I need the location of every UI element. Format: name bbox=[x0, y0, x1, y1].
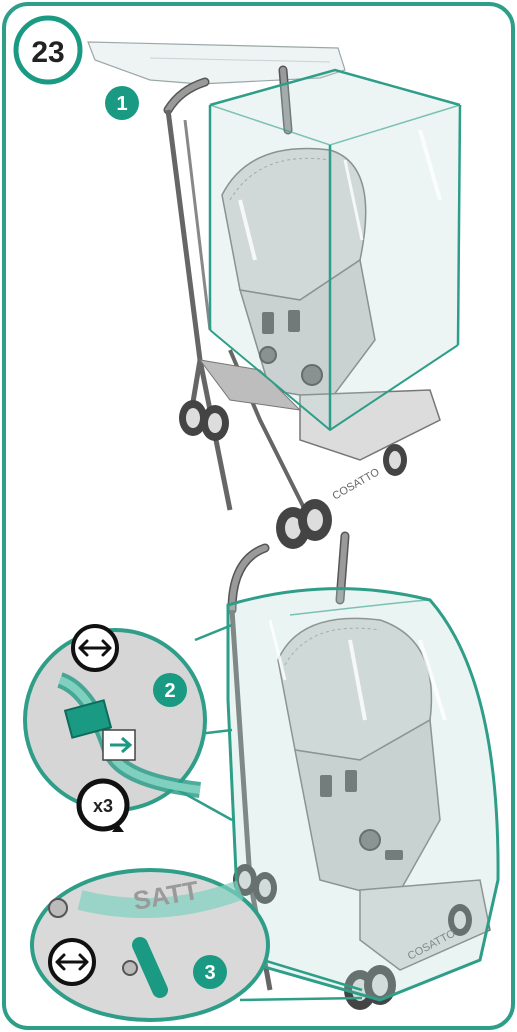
callout-3-label: 3 bbox=[204, 962, 215, 984]
callout-2: 2 bbox=[153, 673, 187, 707]
rotate-arrows-icon bbox=[73, 626, 117, 670]
repeat-x3-icon: x3 bbox=[79, 781, 127, 832]
step-number-badge: 23 bbox=[16, 18, 80, 82]
callout-1: 1 bbox=[105, 86, 139, 120]
callout-1-label: 1 bbox=[116, 93, 127, 115]
callout-2-label: 2 bbox=[164, 680, 175, 702]
callout-3: 3 bbox=[193, 955, 227, 989]
repeat-badge-text: x3 bbox=[93, 796, 113, 816]
step-number-text: 23 bbox=[31, 36, 64, 69]
rotate-arrows-icon-2 bbox=[50, 940, 94, 984]
